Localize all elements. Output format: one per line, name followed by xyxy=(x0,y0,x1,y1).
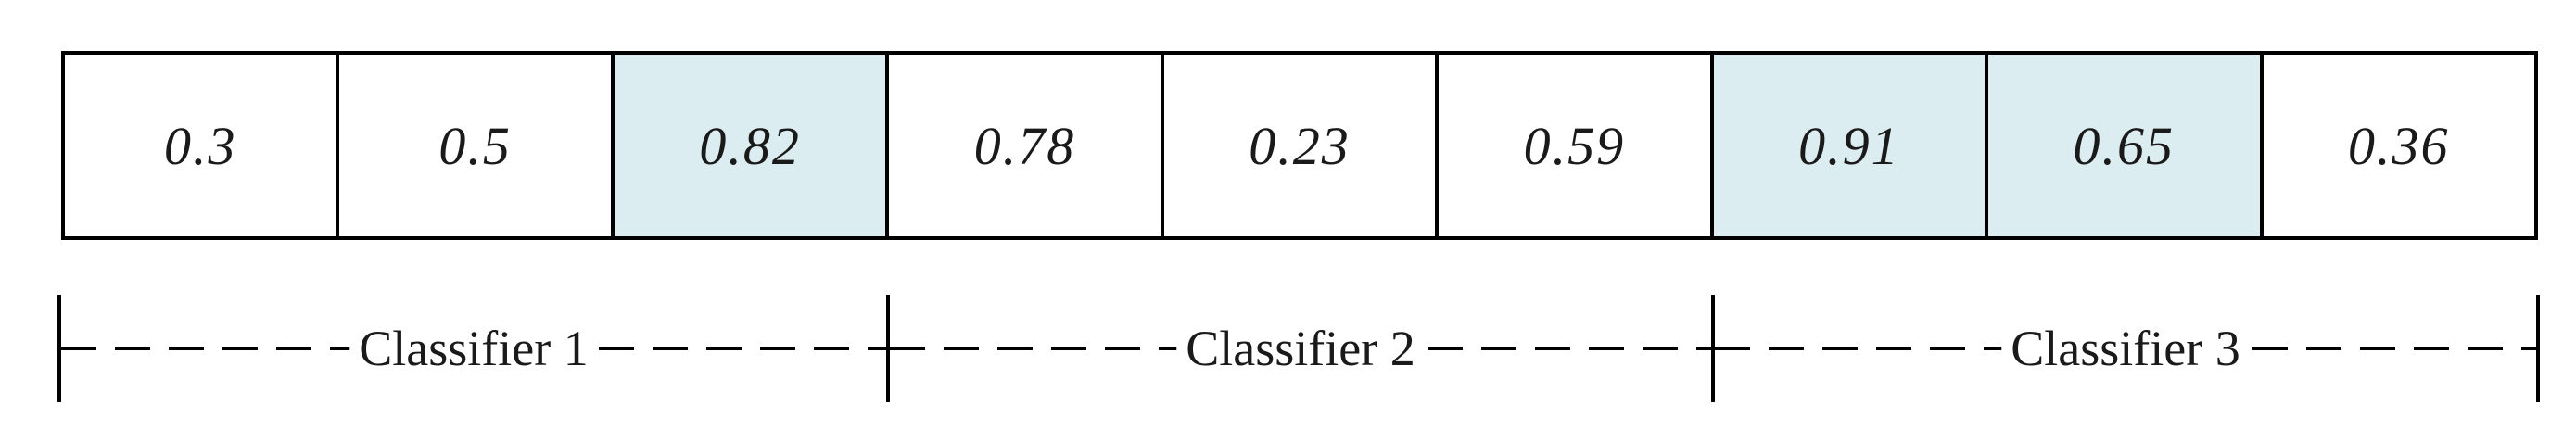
score-value-6: 0.59 xyxy=(1523,115,1626,176)
score-cell-9: 0.36 xyxy=(2263,55,2534,236)
score-cell-4: 0.78 xyxy=(889,55,1164,236)
score-cell-3: 0.82 xyxy=(614,55,890,236)
score-value-5: 0.23 xyxy=(1249,115,1351,176)
score-cell-1: 0.3 xyxy=(65,55,340,236)
score-value-8: 0.65 xyxy=(2073,115,2176,176)
score-value-2: 0.5 xyxy=(438,115,512,176)
classifier-1-label: Classifier 1 xyxy=(349,321,598,376)
score-cell-5: 0.23 xyxy=(1163,55,1440,236)
score-cell-7: 0.91 xyxy=(1713,55,1989,236)
classifier-3-label: Classifier 3 xyxy=(2001,321,2250,376)
classifier-2-label: Classifier 2 xyxy=(1176,321,1425,376)
score-value-1: 0.3 xyxy=(163,115,237,176)
score-cell-6: 0.59 xyxy=(1439,55,1714,236)
score-value-7: 0.91 xyxy=(1798,115,1900,176)
score-value-4: 0.78 xyxy=(973,115,1076,176)
score-value-3: 0.82 xyxy=(699,115,801,176)
score-cells-row: 0.3 0.5 0.82 0.78 0.23 0.59 0.91 0.65 0.… xyxy=(61,51,2538,240)
score-cell-2: 0.5 xyxy=(339,55,615,236)
score-value-9: 0.36 xyxy=(2347,115,2450,176)
score-cell-8: 0.65 xyxy=(1988,55,2264,236)
